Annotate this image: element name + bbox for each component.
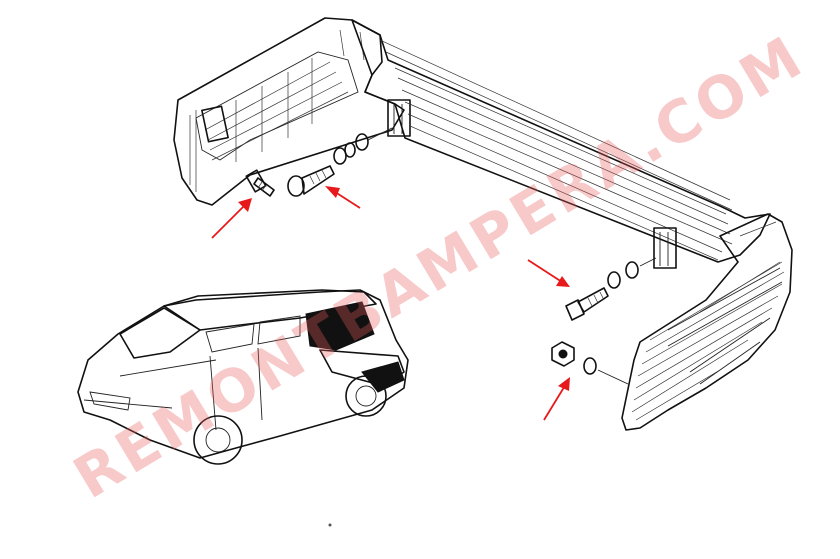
bolt-right-1 bbox=[565, 287, 609, 321]
car-rear-panel bbox=[361, 361, 405, 393]
stray-dot bbox=[328, 523, 332, 527]
center-left-bracket bbox=[387, 99, 411, 137]
washer-lower bbox=[583, 357, 597, 375]
arrow-bolt-left-1 bbox=[211, 198, 252, 239]
car-side-window-2 bbox=[257, 315, 301, 345]
rear-bumper bbox=[173, 17, 793, 431]
car-headlight bbox=[89, 391, 131, 411]
arrow-nut-lower bbox=[543, 377, 570, 421]
washer-left-2 bbox=[344, 142, 356, 158]
washer-left-3 bbox=[355, 133, 369, 151]
bumper-right-ribs bbox=[667, 267, 783, 385]
indicator-arrows bbox=[211, 186, 570, 421]
bolt-left-2 bbox=[287, 165, 335, 197]
bolt-left-1 bbox=[245, 169, 275, 197]
bumper-left-hatching bbox=[189, 29, 365, 192]
arrow-bolt-right bbox=[527, 259, 570, 287]
left-mount-bracket bbox=[201, 105, 229, 143]
bumper-right-hatching bbox=[631, 221, 785, 421]
car-front-wheel bbox=[193, 415, 243, 465]
washer-right-1 bbox=[607, 271, 621, 289]
nut-lower bbox=[551, 341, 575, 367]
car-rear-wheel bbox=[345, 375, 387, 417]
bumper-center-beam bbox=[351, 19, 771, 263]
bumper-right-end bbox=[621, 213, 793, 431]
arrow-bolt-left-2 bbox=[325, 186, 361, 209]
washer-right-2 bbox=[625, 261, 639, 279]
car-rear-window bbox=[305, 301, 375, 351]
bumper-beam-hatching bbox=[379, 39, 733, 261]
bumper-left-recess bbox=[195, 51, 359, 161]
minivan-illustration bbox=[77, 289, 409, 465]
car-side-window-1 bbox=[205, 323, 255, 353]
fasteners bbox=[245, 127, 657, 385]
car-roof bbox=[163, 289, 377, 331]
washer-left-1 bbox=[333, 147, 347, 165]
center-right-bracket bbox=[653, 227, 677, 269]
car-windshield bbox=[119, 307, 201, 359]
